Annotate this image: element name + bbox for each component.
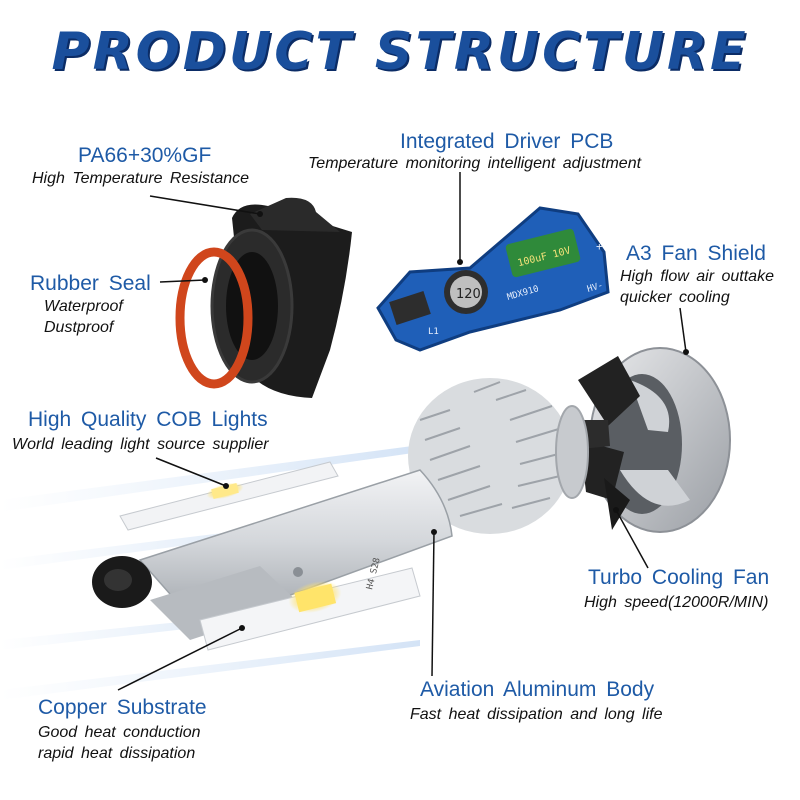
ref-label: L1 bbox=[428, 327, 439, 337]
leader-lines bbox=[117, 172, 687, 691]
leader-dots bbox=[202, 211, 689, 631]
callout-fan: Turbo Cooling Fan bbox=[588, 566, 769, 590]
aluminum-body bbox=[92, 469, 453, 640]
leader-body bbox=[431, 531, 435, 677]
inductor-label: 120 bbox=[456, 287, 481, 302]
callout-cob-heading: High Quality COB Lights bbox=[28, 408, 268, 431]
callout-fan-line1: High speed(12000R/MIN) bbox=[584, 594, 769, 611]
heatsink bbox=[408, 378, 589, 534]
leader-fan bbox=[615, 509, 649, 569]
callout-copper-heading: Copper Substrate bbox=[38, 696, 207, 719]
callout-pcb: Integrated Driver PCB bbox=[400, 130, 613, 154]
cob-strip-top bbox=[119, 461, 339, 531]
cob-strip-bottom: H4 S28 bbox=[199, 557, 421, 651]
callout-shield-heading: A3 Fan Shield bbox=[626, 242, 766, 265]
callout-copper-line1: Good heat conduction bbox=[38, 724, 201, 741]
callout-body-heading: Aviation Aluminum Body bbox=[420, 678, 655, 701]
leader-cob bbox=[155, 457, 227, 487]
callout-pcb-heading: Integrated Driver PCB bbox=[400, 130, 614, 153]
callout-seal-line2: Dustproof bbox=[44, 319, 114, 336]
callout-pcb-line1: Temperature monitoring intelligent adjus… bbox=[308, 155, 642, 172]
callout-pa66: PA66+30%GF High Temperature Resistance bbox=[32, 144, 249, 189]
callout-pa66-heading: PA66+30%GF bbox=[78, 144, 212, 167]
callout-copper-line2: rapid heat dissipation bbox=[38, 745, 196, 762]
callout-seal: Rubber Seal Waterproof Dustproof bbox=[30, 272, 151, 338]
rubber-seal bbox=[175, 247, 253, 389]
callout-shield-line1: High flow air outtake bbox=[620, 268, 774, 285]
callout-cob: High Quality COB Lights bbox=[28, 408, 268, 432]
leader-shield bbox=[679, 307, 687, 353]
leader-pa66 bbox=[149, 195, 261, 215]
callout-shield: A3 Fan Shield bbox=[626, 242, 766, 266]
callout-seal-line1: Waterproof bbox=[44, 298, 123, 315]
callout-pa66-line1: High Temperature Resistance bbox=[32, 170, 250, 187]
leader-seal bbox=[159, 279, 206, 283]
page-title: PRODUCT STRUCTURE bbox=[51, 22, 749, 82]
callout-shield-line2: quicker cooling bbox=[620, 289, 730, 306]
callout-cob-line1: World leading light source supplier bbox=[12, 436, 269, 453]
pcb-minus-label: HV- bbox=[586, 281, 604, 295]
callout-fan-heading: Turbo Cooling Fan bbox=[588, 566, 770, 589]
callout-body-line1: Fast heat dissipation and long life bbox=[410, 706, 663, 723]
leader-copper bbox=[117, 627, 243, 691]
callout-seal-heading: Rubber Seal bbox=[30, 272, 151, 295]
driver-pcb: 100uF 10V 120 MDX910 L1 HV- + bbox=[376, 206, 610, 352]
callout-copper: Copper Substrate Good heat conduction ra… bbox=[38, 696, 207, 764]
pcb-plus-label: + bbox=[596, 240, 603, 253]
capacitor bbox=[505, 228, 581, 278]
callout-body: Aviation Aluminum Body bbox=[420, 678, 654, 702]
